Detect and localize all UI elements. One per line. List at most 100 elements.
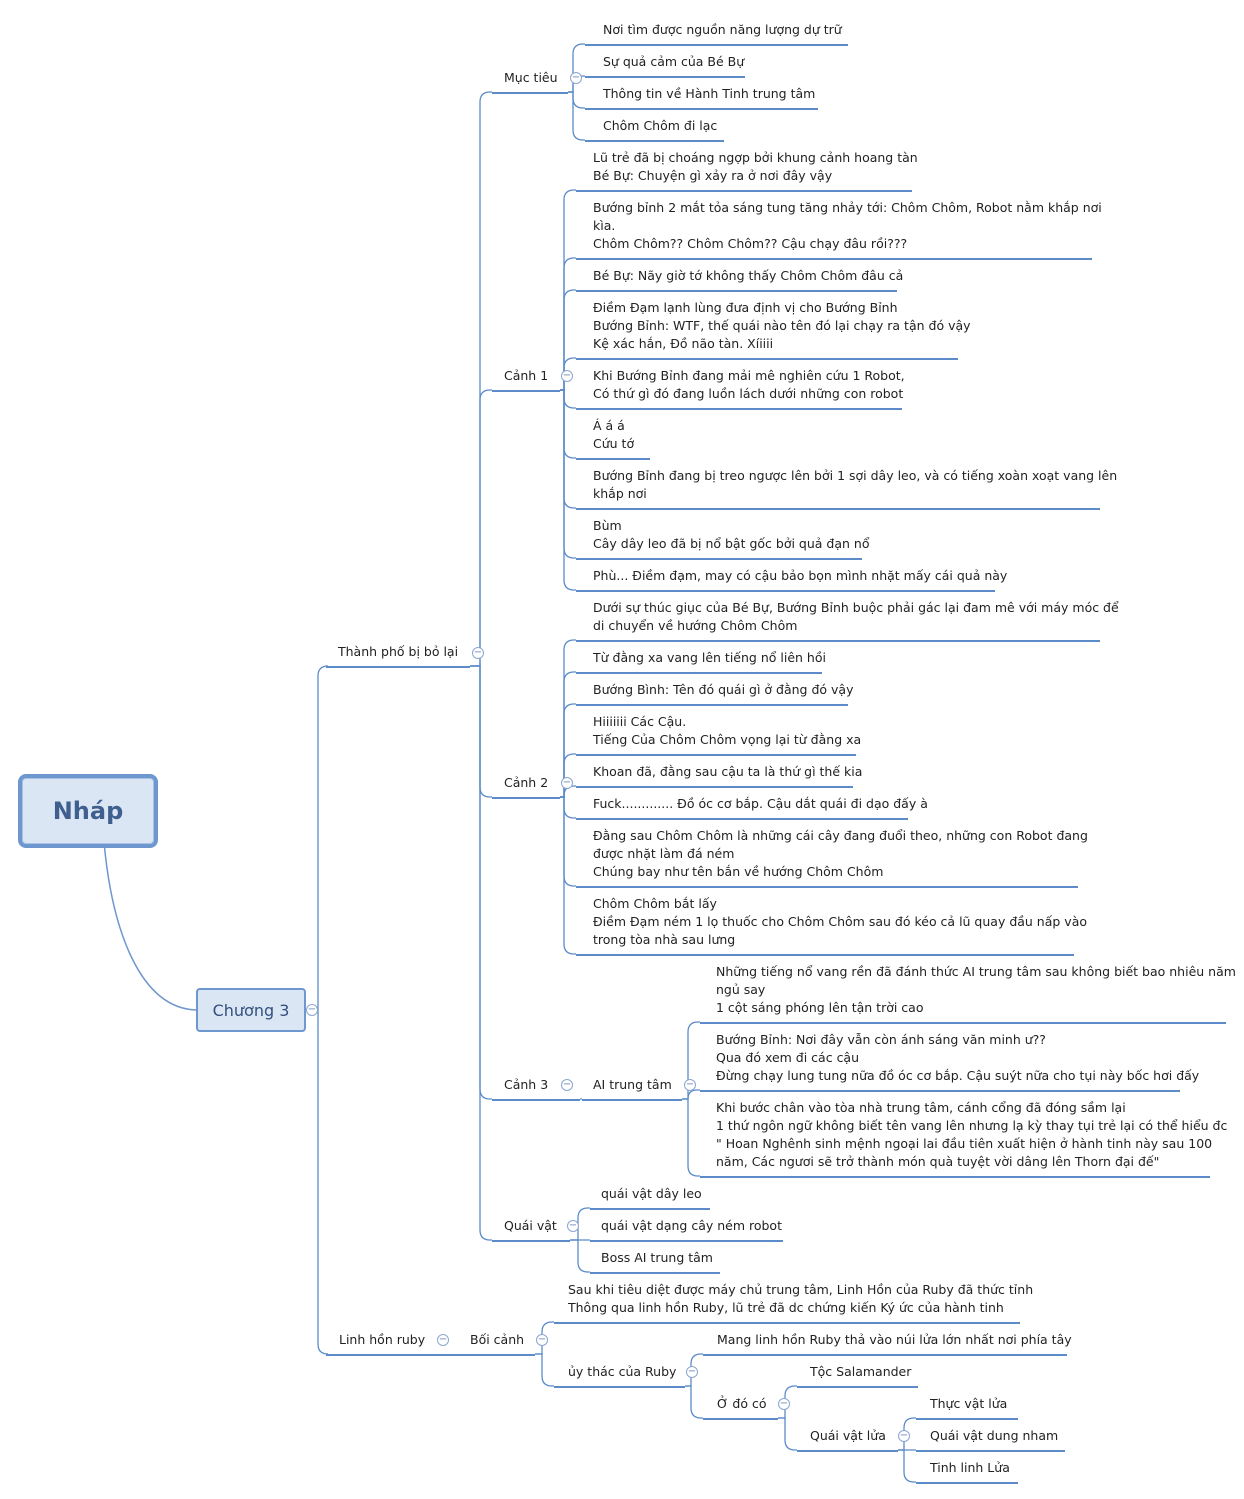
topic-underline: [492, 1099, 580, 1101]
topic-underline: [576, 258, 1092, 260]
topic-text-line: Thông tin về Hành Tinh trung tâm: [603, 86, 816, 101]
topic-ai[interactable]: AI trung tâm: [593, 1076, 672, 1094]
topic-mt4[interactable]: Chôm Chôm đi lạc: [603, 117, 717, 135]
collapse-toggle-icon[interactable]: −: [570, 72, 582, 84]
topic-underline: [576, 954, 1074, 956]
topic-c2-5[interactable]: Khoan đã, đằng sau cậu ta là thứ gì thế …: [593, 763, 862, 781]
collapse-toggle-icon[interactable]: −: [472, 647, 484, 659]
fire-monster-connector: [898, 1449, 916, 1483]
city-connector: [470, 389, 492, 667]
topic-bc[interactable]: Bối cảnh: [470, 1331, 524, 1349]
topic-mt2[interactable]: Sự quả cảm của Bé Bự: [603, 53, 744, 71]
scene2-connector: [560, 703, 576, 798]
monster-connector: [570, 1239, 590, 1273]
root-topic[interactable]: Nháp: [18, 774, 158, 848]
topic-c1-4[interactable]: Điềm Đạm lạnh lùng đưa định vị cho Bướng…: [593, 299, 971, 353]
collapse-toggle-icon[interactable]: −: [561, 777, 573, 789]
quest-connector: [685, 1353, 703, 1387]
topic-text-line: Bướng bỉnh 2 mắt tỏa sáng tung tăng nhảy…: [593, 200, 1102, 215]
topic-c1-1[interactable]: Lũ trẻ đã bị choáng ngợp bởi khung cảnh …: [593, 149, 918, 185]
topic-c1-5[interactable]: Khi Bướng Bỉnh đang mải mê nghiên cứu 1 …: [593, 367, 905, 403]
collapse-toggle-icon[interactable]: −: [898, 1430, 910, 1442]
topic-qvl[interactable]: Quái vật lửa: [810, 1427, 886, 1445]
topic-text-line: ngủ say: [716, 982, 766, 997]
goal-connector: [568, 91, 585, 109]
topic-ai-1[interactable]: Những tiếng nổ vang rền đã đánh thức AI …: [716, 963, 1236, 1017]
topic-ai-3[interactable]: Khi bước chân vào tòa nhà trung tâm, cán…: [716, 1099, 1227, 1171]
topic-text-line: Bướng Bình: Tên đó quái gì ở đằng đó vậy: [593, 682, 854, 697]
topic-underline: [585, 108, 818, 110]
topic-text-line: Tinh linh Lửa: [930, 1460, 1010, 1475]
topic-underline: [492, 1240, 570, 1242]
topic-qv[interactable]: Quái vật: [504, 1217, 557, 1235]
root-title: Nháp: [52, 797, 124, 825]
topic-lh[interactable]: Linh hồn ruby: [339, 1331, 425, 1349]
topic-ai-2[interactable]: Bướng Bỉnh: Nơi đây vẫn còn ánh sáng văn…: [716, 1031, 1199, 1085]
topic-ut-1[interactable]: Mang linh hồn Ruby thả vào núi lửa lớn n…: [717, 1331, 1072, 1349]
topic-c2-3[interactable]: Bướng Bình: Tên đó quái gì ở đằng đó vậy: [593, 681, 853, 699]
topic-mt1[interactable]: Nơi tìm được nguồn năng lượng dự trữ: [603, 21, 842, 39]
topic-c2[interactable]: Cảnh 2: [504, 774, 548, 792]
topic-underline: [576, 754, 856, 756]
collapse-toggle-icon[interactable]: −: [686, 1366, 698, 1378]
topic-mt[interactable]: Mục tiêu: [504, 69, 558, 87]
topic-c1-3[interactable]: Bé Bự: Nãy giờ tớ không thấy Chôm Chôm đ…: [593, 267, 903, 285]
topic-c1-9[interactable]: Phù... Điềm đạm, may có cậu bảo bọn mình…: [593, 567, 1007, 585]
topic-c2-6[interactable]: Fuck............. Đồ óc cơ bắp. Cậu dắt …: [593, 795, 928, 813]
ai-connector: [682, 1089, 700, 1100]
collapse-toggle-icon[interactable]: −: [437, 1334, 449, 1346]
topic-text-line: Bé Bự: Chuyện gì xảy ra ở nơi đây vậy: [593, 168, 833, 183]
topic-c1-2[interactable]: Bướng bỉnh 2 mắt tỏa sáng tung tăng nhảy…: [593, 199, 1102, 253]
topic-text-line: ủy thác của Ruby: [568, 1364, 677, 1379]
fire-monster-connector: [898, 1417, 916, 1451]
topic-c3[interactable]: Cảnh 3: [504, 1076, 548, 1094]
chapter-topic[interactable]: Chương 3: [196, 988, 306, 1032]
topic-qv1[interactable]: quái vật dây leo: [601, 1185, 702, 1203]
topic-c1[interactable]: Cảnh 1: [504, 367, 548, 385]
topic-underline: [582, 1099, 682, 1101]
collapse-toggle-icon[interactable]: −: [561, 370, 573, 382]
topic-text-line: Mang linh hồn Ruby thả vào núi lửa lớn n…: [717, 1332, 1072, 1347]
topic-c1-7[interactable]: Bướng Bỉnh đang bị treo ngược lên bởi 1 …: [593, 467, 1117, 503]
topic-underline: [492, 92, 568, 94]
collapse-toggle-icon[interactable]: −: [684, 1079, 696, 1091]
topic-text-line: Đằng sau Chôm Chôm là những cái cây đang…: [593, 828, 1088, 843]
collapse-toggle-icon[interactable]: −: [306, 1004, 318, 1016]
topic-text-line: Đừng chạy lung tung nữa đồ óc cơ bắp. Cậ…: [716, 1068, 1200, 1083]
scene1-connector: [560, 389, 576, 591]
topic-ts[interactable]: Tộc Salamander: [810, 1363, 911, 1381]
topic-ut[interactable]: ủy thác của Ruby: [568, 1363, 676, 1381]
topic-c2-1[interactable]: Dưới sự thúc giục của Bé Bự, Bướng Bỉnh …: [593, 599, 1119, 635]
topic-text-line: Quái vật: [504, 1218, 557, 1233]
collapse-toggle-icon[interactable]: −: [561, 1079, 573, 1091]
topic-underline: [576, 786, 853, 788]
topic-text-line: Quái vật dung nham: [930, 1428, 1059, 1443]
chapter-title: Chương 3: [212, 1000, 290, 1020]
topic-c2-4[interactable]: Hiiiiiii Các Cậu.Tiếng Của Chôm Chôm vọn…: [593, 713, 861, 749]
topic-bc-1[interactable]: Sau khi tiêu diệt được máy chủ trung tâm…: [568, 1281, 1033, 1317]
collapse-toggle-icon[interactable]: −: [778, 1398, 790, 1410]
topic-underline: [576, 190, 912, 192]
topic-underline: [576, 458, 650, 460]
topic-odc[interactable]: Ở đó có: [717, 1395, 766, 1413]
topic-qvl3[interactable]: Tinh linh Lửa: [930, 1459, 1010, 1477]
goal-connector: [568, 43, 585, 93]
topic-tp[interactable]: Thành phố bị bỏ lại: [338, 643, 458, 661]
topic-underline: [590, 1208, 710, 1210]
topic-qv3[interactable]: Boss AI trung tâm: [601, 1249, 713, 1267]
topic-qv2[interactable]: quái vật dạng cây ném robot: [601, 1217, 782, 1235]
topic-c2-7[interactable]: Đằng sau Chôm Chôm là những cái cây đang…: [593, 827, 1088, 881]
topic-underline: [576, 886, 1078, 888]
topic-c2-2[interactable]: Từ đằng xa vang lên tiếng nổ liên hồi: [593, 649, 826, 667]
topic-qvl1[interactable]: Thực vật lửa: [930, 1395, 1007, 1413]
collapse-toggle-icon[interactable]: −: [536, 1334, 548, 1346]
collapse-toggle-icon[interactable]: −: [567, 1220, 579, 1232]
topic-mt3[interactable]: Thông tin về Hành Tinh trung tâm: [603, 85, 815, 103]
topic-text-line: Fuck............. Đồ óc cơ bắp. Cậu dắt …: [593, 796, 928, 811]
topic-qvl2[interactable]: Quái vật dung nham: [930, 1427, 1058, 1445]
chapter-connector: [317, 665, 329, 1010]
